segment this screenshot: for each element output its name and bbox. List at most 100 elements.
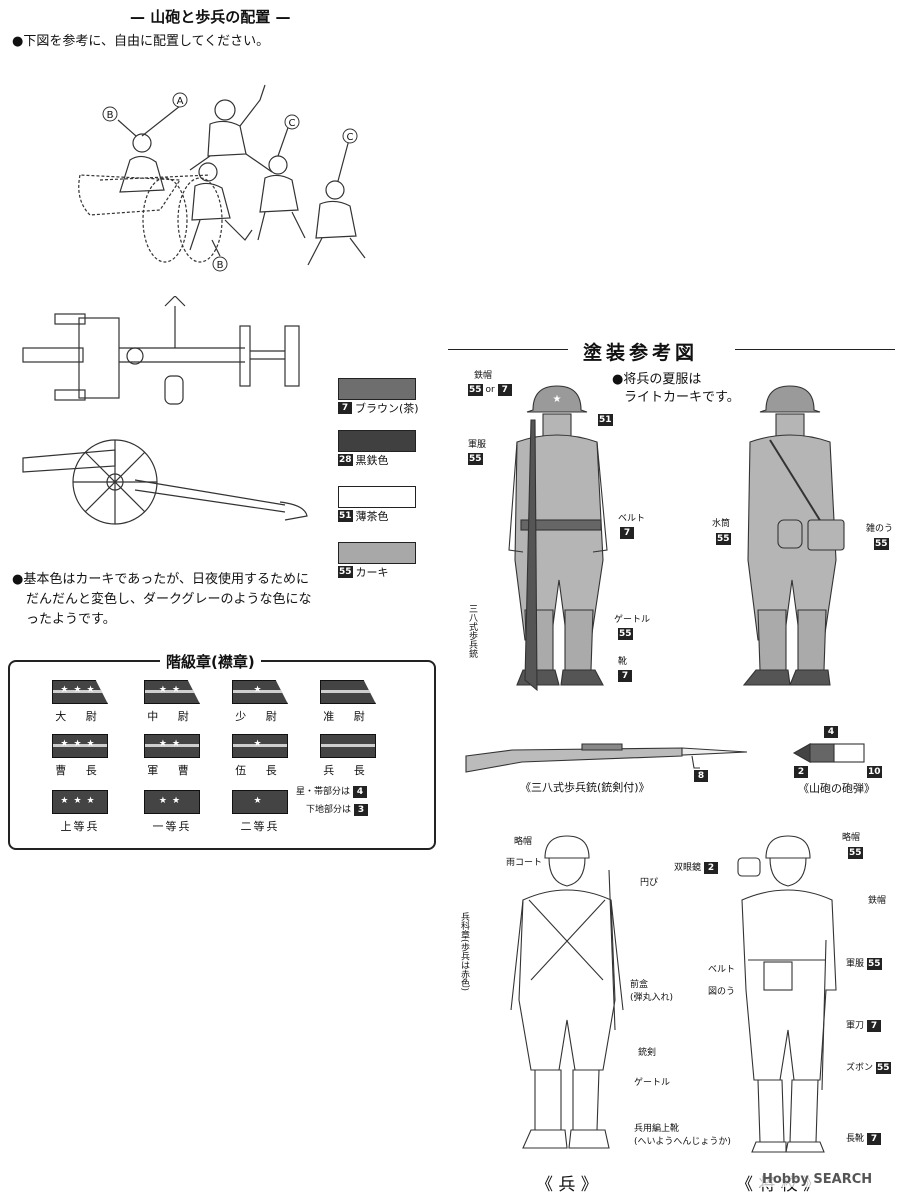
- insignia-private-second: ★: [232, 790, 288, 814]
- label-officer-cap-num: 55: [848, 847, 863, 859]
- label-officer-helmet: 鉄帽: [868, 896, 887, 906]
- star-note-num: 4: [353, 786, 368, 798]
- base-note-num: 3: [354, 804, 369, 816]
- num-55: 55: [876, 1062, 891, 1074]
- rank-name: 曹 長: [55, 764, 105, 777]
- label-uniform-num: 55: [468, 453, 483, 465]
- rank-name: 軍 曹: [147, 764, 197, 777]
- gun-side-view: [22, 439, 308, 525]
- marker-c: C: [289, 118, 296, 129]
- label-raincoat: 雨コート: [506, 858, 543, 868]
- officer-figure: [737, 835, 837, 1153]
- binoculars-text: 双眼鏡: [674, 862, 702, 873]
- num-55: 55: [468, 384, 483, 396]
- rank-name: 大 尉: [55, 710, 105, 723]
- rank-insignia-panel: 階級章(襟章) ★★★ 大 尉 ★★ 中 尉 ★ 少 尉 准 尉 ★★★ 曹 長…: [8, 651, 436, 850]
- label-pouch: 前盒: [630, 980, 649, 990]
- rank-name: 一等兵: [152, 820, 192, 833]
- soldier-back-figure: [742, 385, 845, 686]
- rifle-num: 8: [694, 770, 708, 782]
- insignia-first-lieutenant: ★★: [144, 680, 200, 704]
- shell-num-right: 10: [867, 766, 882, 778]
- title-rule-right: [735, 349, 895, 350]
- label-officer-belt: ベルト: [708, 965, 736, 975]
- marker-a: A: [177, 96, 184, 107]
- insignia-superior-private: ★★★: [52, 790, 108, 814]
- shell-illustration: [792, 743, 865, 763]
- label-gaiter2: ゲートル: [634, 1078, 671, 1088]
- shell-num-left: 2: [794, 766, 808, 778]
- soldier-front-figure: ★: [508, 385, 608, 692]
- label-gaiter: ゲートル: [614, 615, 651, 625]
- shell-num-top: 4: [824, 726, 838, 738]
- rank-name: 伍 長: [235, 764, 285, 777]
- paint-name: 黒鉄色: [355, 454, 389, 467]
- svg-text:★: ★: [553, 394, 562, 405]
- title-rule-left: [448, 349, 568, 350]
- summer-note-2: ライトカーキです。: [624, 390, 740, 405]
- insignia-private-first: ★★: [144, 790, 200, 814]
- label-canteen: 水筒: [712, 519, 731, 529]
- num-7: 7: [867, 1020, 882, 1032]
- label-cap: 略帽: [514, 837, 533, 847]
- paint-label-7: 7 ブラウン(茶): [338, 400, 419, 416]
- marker-b2: B: [217, 260, 224, 271]
- label-canteen-num: 55: [716, 533, 731, 545]
- label-rifle-vertical: 三八式歩兵銃: [467, 604, 477, 658]
- paint-label-28: 28 黒鉄色: [338, 452, 389, 468]
- label-gaiter-num: 55: [618, 628, 633, 640]
- num-55: 55: [716, 533, 731, 545]
- paint-num: 55: [338, 566, 353, 578]
- star-note-text: 星・帯部分は: [296, 786, 351, 797]
- placement-note: ●下図を参考に、自由に配置してください。: [12, 34, 270, 49]
- num-7: 7: [497, 384, 512, 396]
- num-55: 55: [874, 538, 889, 550]
- label-boots-sub: (へいようへんじょうか): [634, 1137, 731, 1147]
- painting-title: 塗装参考図: [583, 342, 699, 364]
- num-55: 55: [468, 453, 483, 465]
- num-8: 8: [694, 770, 708, 782]
- rank-name: 兵 長: [323, 764, 373, 777]
- num-7: 7: [618, 670, 632, 682]
- num-55: 55: [848, 847, 863, 859]
- rank-name: 二等兵: [240, 820, 280, 833]
- num-55: 55: [618, 628, 633, 640]
- paint-num: 7: [338, 402, 352, 414]
- label-circle: 円ぴ: [640, 878, 659, 888]
- rank-name: 准 尉: [323, 710, 373, 723]
- paint-num: 28: [338, 454, 353, 466]
- num-10: 10: [867, 766, 882, 778]
- sword-text: 軍刀: [846, 1020, 865, 1031]
- label-helmet: 鉄帽: [474, 371, 493, 381]
- label-belt: ベルト: [618, 514, 646, 524]
- rifle-caption: 《三八式歩兵銃(銃剣付)》: [520, 781, 650, 794]
- gun-note-2: だんだんと変色し、ダークグレーのような色にな: [26, 592, 312, 607]
- num-2: 2: [794, 766, 808, 778]
- label-belt-num: 7: [620, 527, 634, 539]
- placement-illustration: A B C C B: [78, 84, 366, 272]
- paint-name: カーキ: [355, 566, 389, 579]
- label-bag-num: 55: [874, 538, 889, 550]
- insignia-warrant-officer: [320, 680, 376, 704]
- rank-name: 中 尉: [147, 710, 197, 723]
- num-51: 51: [598, 414, 613, 426]
- placement-title: — 山砲と歩兵の配置 —: [130, 8, 291, 26]
- label-officer-uniform: 軍服 55: [846, 958, 882, 970]
- label-bag: 雑のう: [866, 524, 894, 534]
- gun-note-1: ●基本色はカーキであったが、日夜使用するために: [12, 572, 309, 587]
- soldier-caption: 《 兵 》: [536, 1175, 598, 1195]
- label-officer-cap: 略帽: [842, 833, 861, 843]
- insignia-lance-corporal: [320, 734, 376, 758]
- insignia-corporal: ★: [232, 734, 288, 758]
- rifle-illustration: [465, 743, 748, 773]
- summer-note-1: ●将兵の夏服は: [612, 372, 702, 387]
- label-uniform: 軍服: [468, 440, 487, 450]
- num-2: 2: [704, 862, 719, 874]
- paint-label-51: 51 薄茶色: [338, 508, 389, 524]
- paint-label-55: 55 カーキ: [338, 564, 389, 580]
- label-branch-insignia: 兵科章(歩兵は赤色): [459, 912, 469, 992]
- num-4: 4: [824, 726, 838, 738]
- num-7: 7: [620, 527, 634, 539]
- insignia-sergeant-major: ★★★: [52, 734, 108, 758]
- paint-name: 薄茶色: [355, 510, 389, 523]
